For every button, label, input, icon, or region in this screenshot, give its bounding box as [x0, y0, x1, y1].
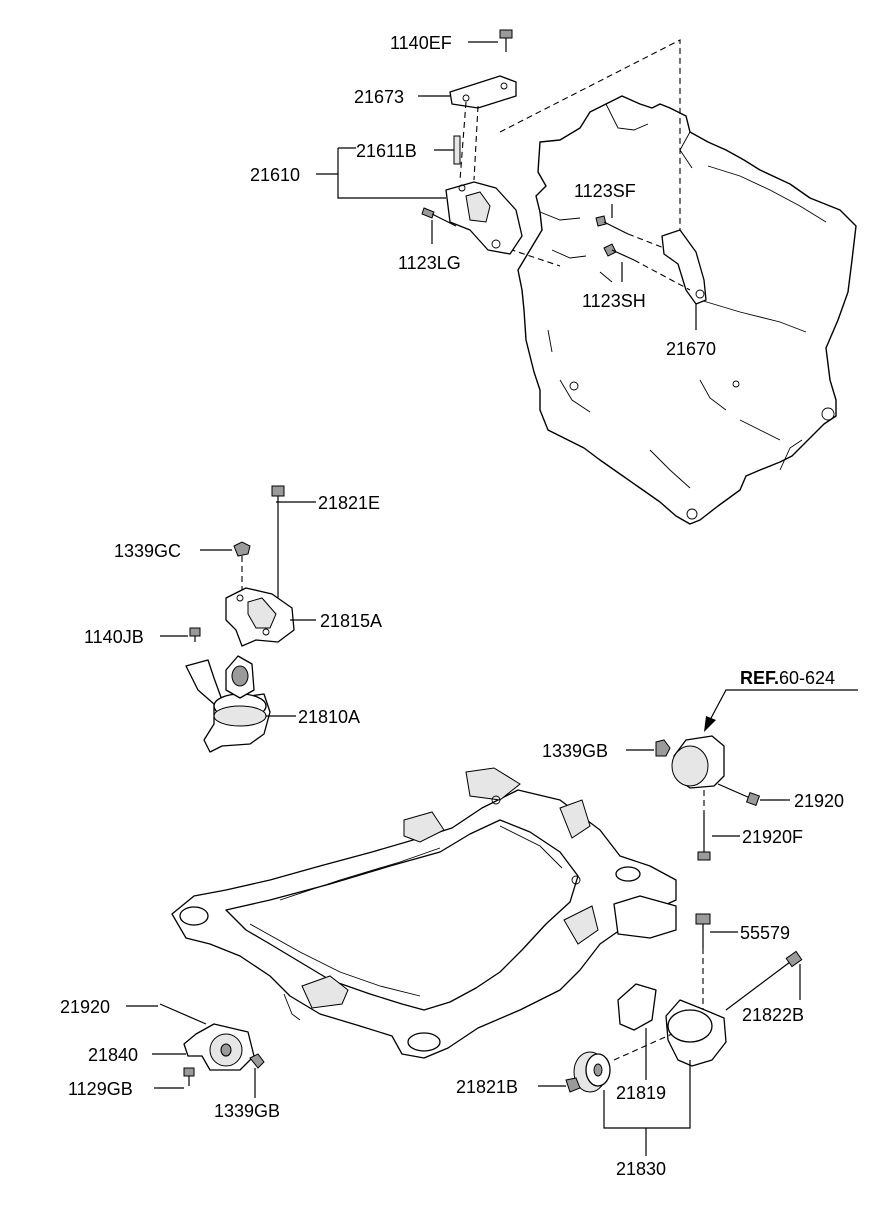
label-21815A: 21815A: [320, 611, 382, 631]
label-1339GB-lower: 1339GB: [214, 1101, 280, 1121]
label-21610: 21610: [250, 165, 300, 185]
reference-prefix: REF.: [740, 668, 779, 688]
rear-roll-mount-upper: [655, 735, 761, 861]
upper-mount-assembly: [421, 29, 523, 255]
leader-lines: [126, 41, 858, 1156]
transmission-mount-assembly: [185, 485, 295, 753]
label-21821E: 21821E: [318, 493, 380, 513]
label-reference: REF.60-624: [740, 668, 835, 688]
label-21920-right: 21920: [794, 791, 844, 811]
label-1339GB-upper: 1339GB: [542, 741, 608, 761]
label-1123LG: 1123LG: [398, 253, 461, 273]
rear-roll-mount-lower: [565, 913, 803, 1093]
label-21810A: 21810A: [298, 707, 360, 727]
engine-block: [517, 95, 857, 525]
label-21673: 21673: [354, 87, 404, 107]
label-1140EF: 1140EF: [390, 33, 452, 53]
label-21670: 21670: [666, 339, 716, 359]
front-mount-lower-left: [159, 1003, 265, 1086]
label-21611B: 21611B: [356, 141, 417, 161]
label-21920-left: 21920: [60, 997, 110, 1017]
label-21822B: 21822B: [742, 1005, 804, 1025]
engine-side-bracket: [595, 215, 707, 330]
label-1129GB: 1129GB: [68, 1079, 133, 1099]
label-1123SH: 1123SH: [582, 291, 646, 311]
dashed-guide-upper: [499, 39, 681, 250]
label-55579: 55579: [740, 923, 790, 943]
label-21920F: 21920F: [742, 827, 803, 847]
label-1339GC: 1339GC: [114, 541, 181, 561]
label-21821B: 21821B: [456, 1077, 518, 1097]
front-subframe: [171, 767, 677, 1059]
label-21819: 21819: [616, 1083, 666, 1103]
label-21830: 21830: [616, 1159, 666, 1179]
label-1140JB: 1140JB: [84, 627, 144, 647]
label-1123SF: 1123SF: [574, 181, 636, 201]
label-21840: 21840: [88, 1045, 138, 1065]
reference-number: 60-624: [779, 668, 835, 688]
